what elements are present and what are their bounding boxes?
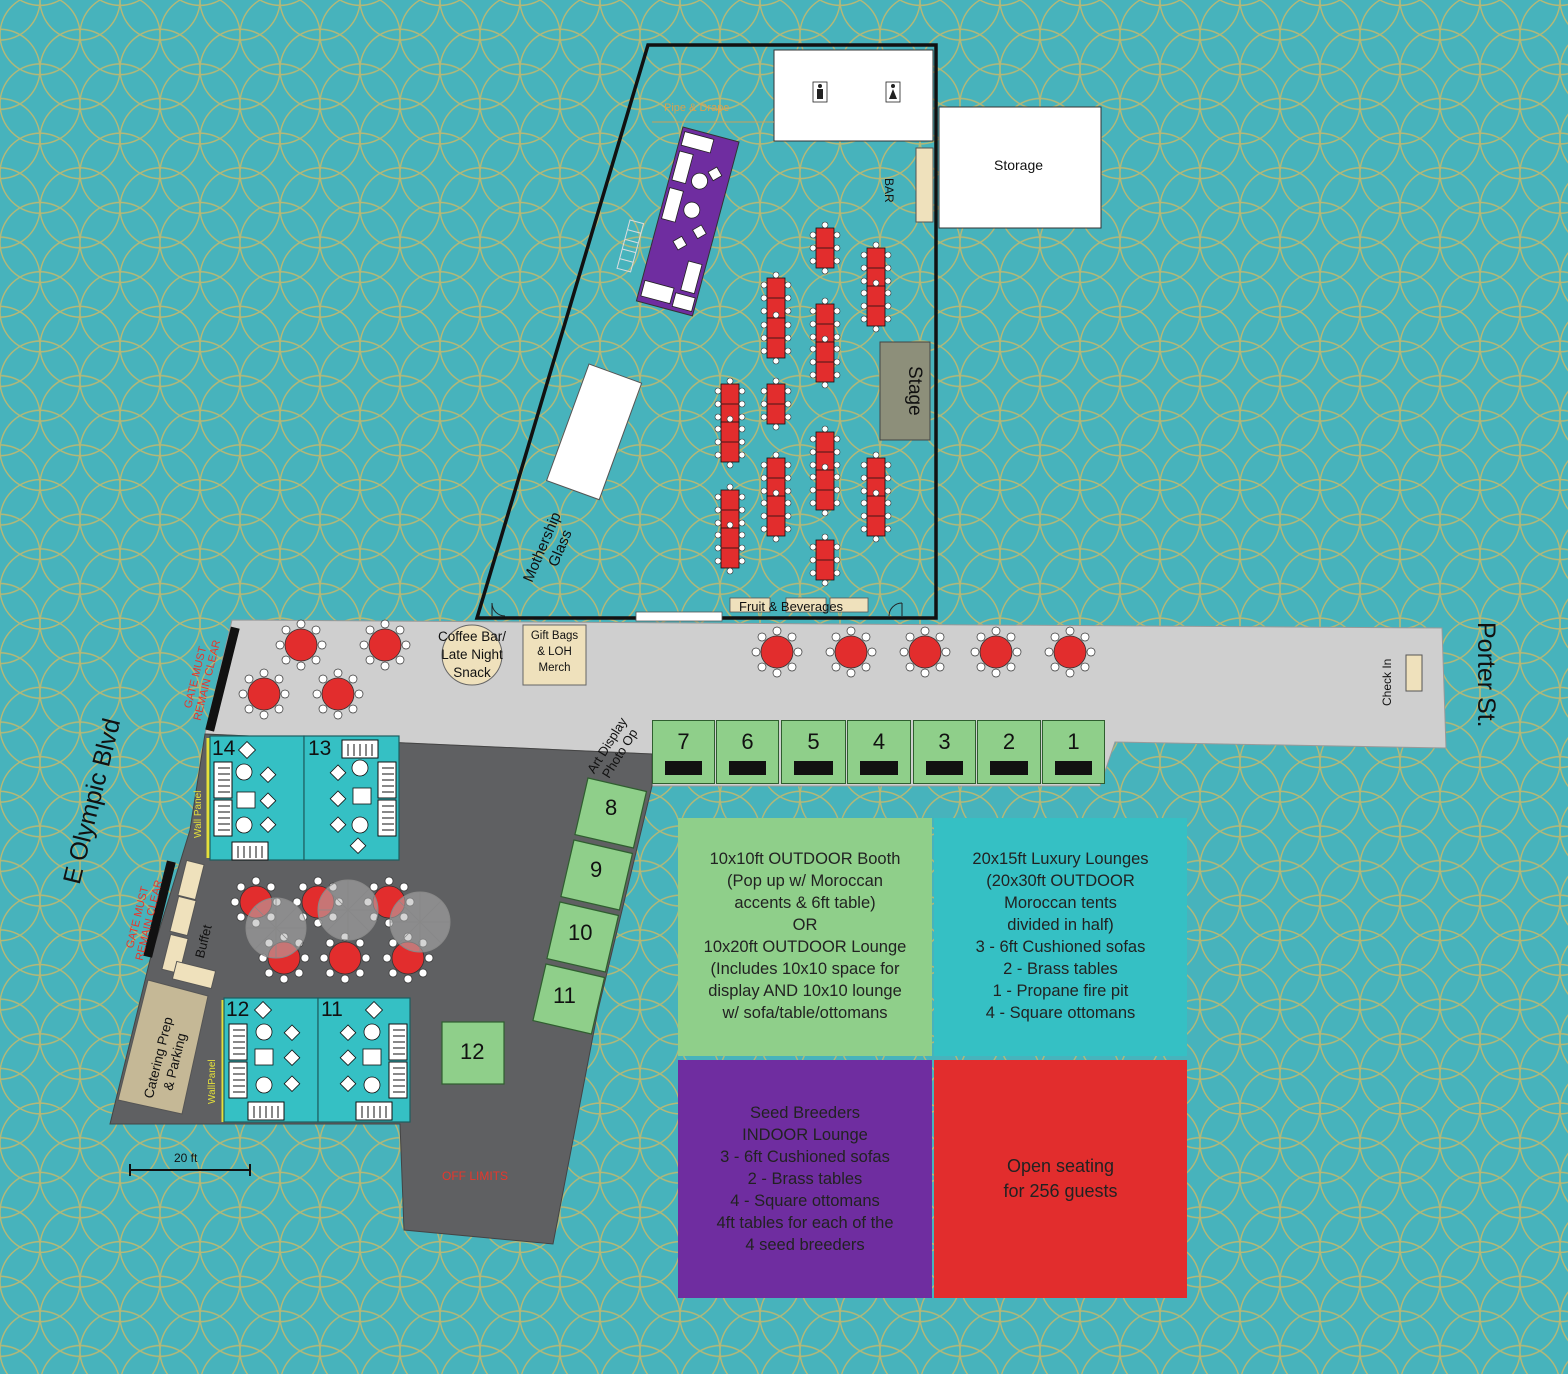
- booth-6[interactable]: 6: [716, 720, 779, 784]
- bar-label: BAR: [882, 178, 896, 203]
- banquet-tables: [714, 221, 892, 587]
- tent-entrance: [635, 611, 723, 622]
- booth-table: [794, 761, 833, 775]
- banquet-table: [809, 221, 841, 275]
- wall-panel-bottom-label: WallPanel: [207, 1059, 218, 1104]
- storage-building: [938, 106, 1102, 229]
- fruit-beverages-label: Fruit & Beverages: [739, 599, 844, 614]
- round-table-icon: [899, 626, 951, 678]
- round-table-icon: [970, 626, 1022, 678]
- lounge-11-number: 11: [321, 998, 343, 1021]
- booth-1[interactable]: 1: [1042, 720, 1105, 784]
- banquet-table: [860, 489, 892, 543]
- booth-9-number: 9: [590, 857, 603, 882]
- scale-bar: [129, 1164, 251, 1176]
- door-icon: [888, 602, 903, 617]
- banquet-table: [714, 415, 746, 469]
- lounge-11: [317, 997, 411, 1123]
- booth-12-number: 12: [460, 1039, 485, 1064]
- storage-label: Storage: [994, 157, 1044, 173]
- banquet-table: [809, 335, 841, 389]
- check-in-label: Check In: [1380, 658, 1394, 706]
- round-table-icon: [1044, 626, 1096, 678]
- round-table-icon: [319, 932, 371, 984]
- bar-counter: [915, 147, 934, 223]
- stage-label: Stage: [904, 366, 925, 416]
- round-table-icon: [825, 626, 877, 678]
- round-table-icon: [359, 619, 411, 671]
- banquet-table: [760, 377, 792, 431]
- beverage-table: [829, 597, 869, 613]
- banquet-table: [809, 463, 841, 517]
- seed-breeders-lounge: [635, 126, 740, 317]
- legend-seed-breeders: Seed Breeders INDOOR Lounge 3 - 6ft Cush…: [678, 1060, 932, 1298]
- lounge-14: [209, 735, 305, 861]
- gift-bags-merch: [522, 624, 587, 686]
- lounge-13-number: 13: [308, 737, 332, 760]
- restroom-women-icon: [885, 81, 901, 103]
- off-limits-label: OFF LIMITS: [442, 1169, 508, 1183]
- pipe-drape-label: Pipe & Drape: [664, 102, 730, 114]
- banquet-table: [760, 489, 792, 543]
- buffet-tables: [161, 859, 217, 990]
- booth-column: [532, 777, 648, 1035]
- fruit-table: [729, 597, 771, 613]
- banquet-table: [809, 533, 841, 587]
- gift-bags-label: Gift Bags & LOH Merch: [530, 630, 579, 674]
- booth-table: [1055, 761, 1092, 775]
- round-table-icon: [275, 619, 327, 671]
- umbrella-icon: [245, 897, 307, 959]
- booth-table: [665, 761, 702, 775]
- booth-4[interactable]: 4: [847, 720, 911, 784]
- booth-table: [926, 761, 963, 775]
- lounge-12-number: 12: [226, 998, 250, 1021]
- stage: [879, 341, 931, 441]
- legend-luxury-lounges: 20x15ft Luxury Lounges (20x30ft OUTDOOR …: [934, 818, 1187, 1056]
- booth-table: [860, 761, 898, 775]
- lounge-12: [223, 997, 319, 1123]
- booth-10-number: 10: [568, 920, 593, 945]
- legend-outdoor-booth: 10x10ft OUTDOOR Booth (Pop up w/ Morocca…: [678, 818, 932, 1056]
- gate-mid: [143, 860, 176, 958]
- booth-table: [990, 761, 1028, 775]
- round-table-icon: [238, 668, 290, 720]
- restroom-building: [773, 49, 934, 142]
- round-table-icon: [312, 668, 364, 720]
- catering-prep-parking: [117, 979, 209, 1115]
- round-table-icon: [751, 626, 803, 678]
- umbrella-icon: [389, 891, 451, 953]
- stairs: [616, 219, 645, 273]
- beverage-table: [785, 597, 827, 613]
- banquet-table: [860, 279, 892, 333]
- booth-8-number: 8: [605, 795, 618, 820]
- gate-top: [205, 626, 240, 732]
- restroom-men-icon: [812, 81, 828, 103]
- umbrella-icon: [317, 879, 379, 941]
- main-tent-outline: [474, 43, 938, 620]
- wall-panel-top-label: Wall Panel: [193, 790, 204, 838]
- scale-label: 20 ft: [174, 1151, 198, 1165]
- street-porter: Porter St.: [1472, 622, 1500, 728]
- check-in-desk: [1405, 654, 1423, 692]
- coffee-bar: [441, 624, 503, 686]
- lounge-14-number: 14: [212, 737, 236, 760]
- door-icon: [491, 602, 506, 617]
- banquet-table: [760, 311, 792, 365]
- legend-open-seating: Open seating for 256 guests: [934, 1060, 1187, 1298]
- banquet-table: [714, 521, 746, 575]
- booth-3[interactable]: 3: [913, 720, 976, 784]
- booth-11-number: 11: [553, 983, 576, 1008]
- booth-7[interactable]: 7: [652, 720, 715, 784]
- mothership-glass-area: [545, 363, 643, 501]
- booth-12-rect: [441, 1021, 505, 1085]
- booth-5[interactable]: 5: [781, 720, 846, 784]
- coffee-bar-label: Coffee Bar/ Late Night Snack: [437, 629, 507, 680]
- lounge-13: [303, 735, 400, 861]
- booth-table: [729, 761, 766, 775]
- booth-2[interactable]: 2: [977, 720, 1041, 784]
